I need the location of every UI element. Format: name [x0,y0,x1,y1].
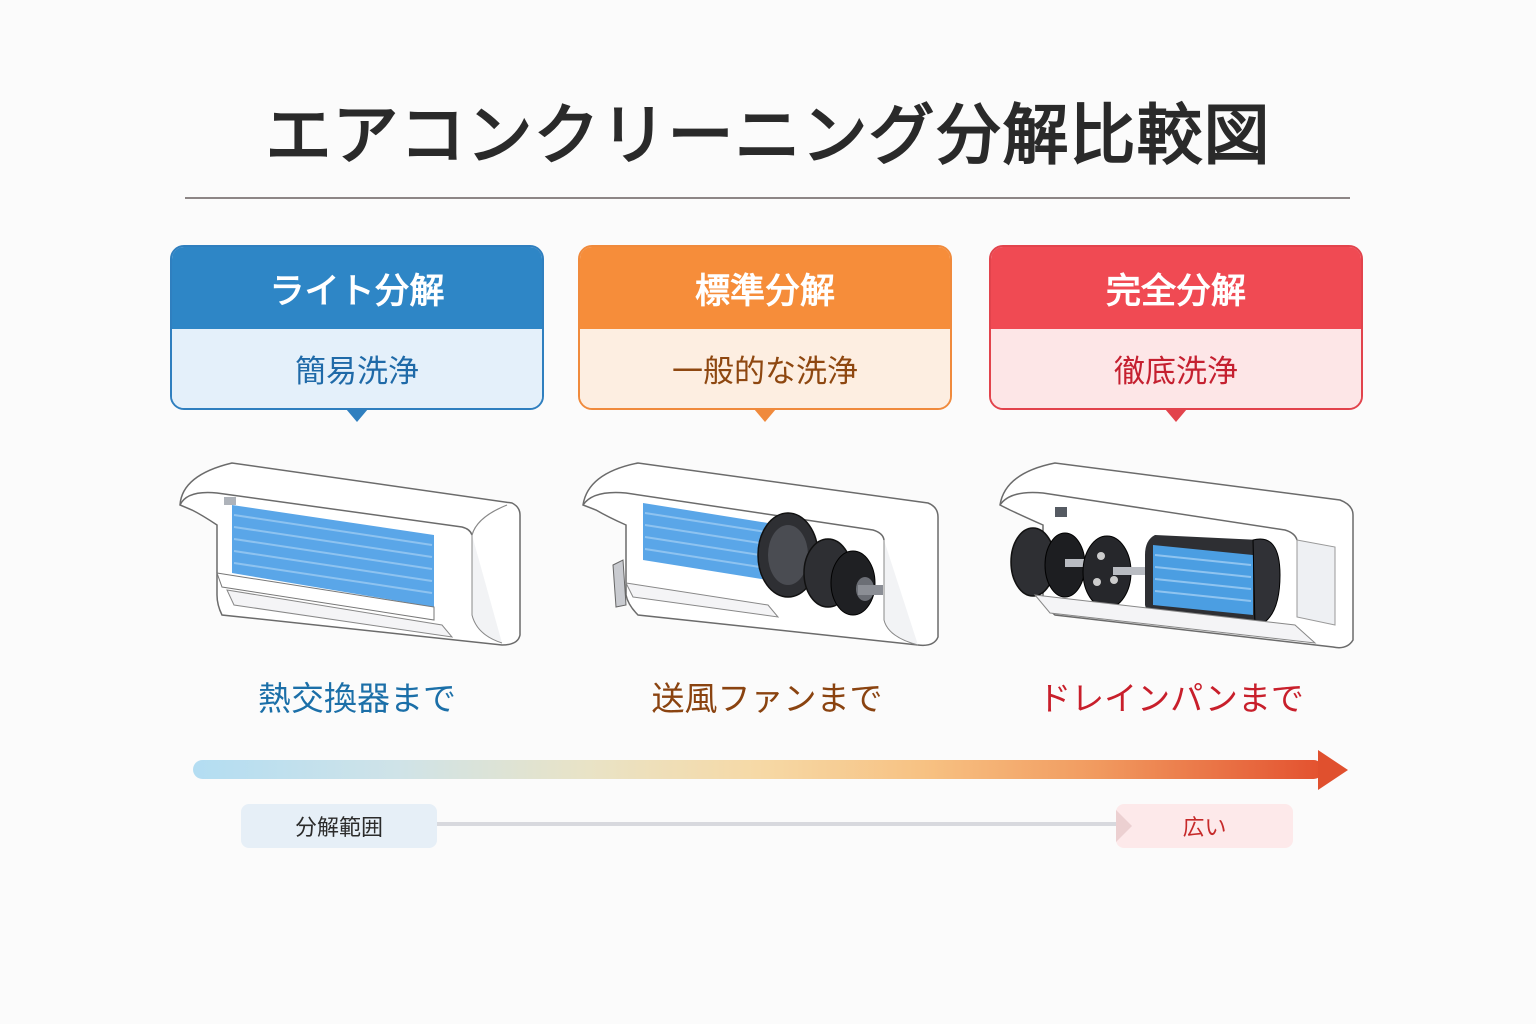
arrow-right-icon [1318,750,1348,790]
scope-start-label: 分解範囲 [241,804,437,848]
ac-unit-full-illustration [999,462,1354,649]
level-card-description: 徹底洗浄 [991,329,1361,408]
pointer-icon [1165,409,1187,422]
level-card-description: 一般的な洗浄 [580,329,950,408]
ac-unit-standard-illustration [582,462,939,647]
level-card-title: ライト分解 [172,247,542,329]
reach-label-full: ドレインパンまで [1038,679,1304,718]
ac-unit-light-illustration [179,462,521,646]
level-card-description: 簡易洗浄 [172,329,542,408]
arrow-tip-icon [1116,810,1132,842]
level-card-title: 完全分解 [991,247,1361,329]
title-divider [185,197,1350,199]
pointer-icon [346,409,368,422]
page-title: エアコンクリーニング分解比較図 [265,97,1271,174]
reach-label-light: 熱交換器まで [258,679,456,718]
scope-end-text: 広い [1182,816,1227,841]
scope-connector-line [437,822,1120,826]
level-card-full: 完全分解 徹底洗浄 [989,245,1363,422]
reach-label-standard: 送風ファンまで [651,679,883,718]
scope-gradient-arrow [193,760,1323,779]
level-card-title: 標準分解 [580,247,950,329]
scope-end-label: 広い [1116,804,1293,848]
level-card-light: ライト分解 簡易洗浄 [170,245,544,422]
pointer-icon [754,409,776,422]
level-card-standard: 標準分解 一般的な洗浄 [578,245,952,422]
